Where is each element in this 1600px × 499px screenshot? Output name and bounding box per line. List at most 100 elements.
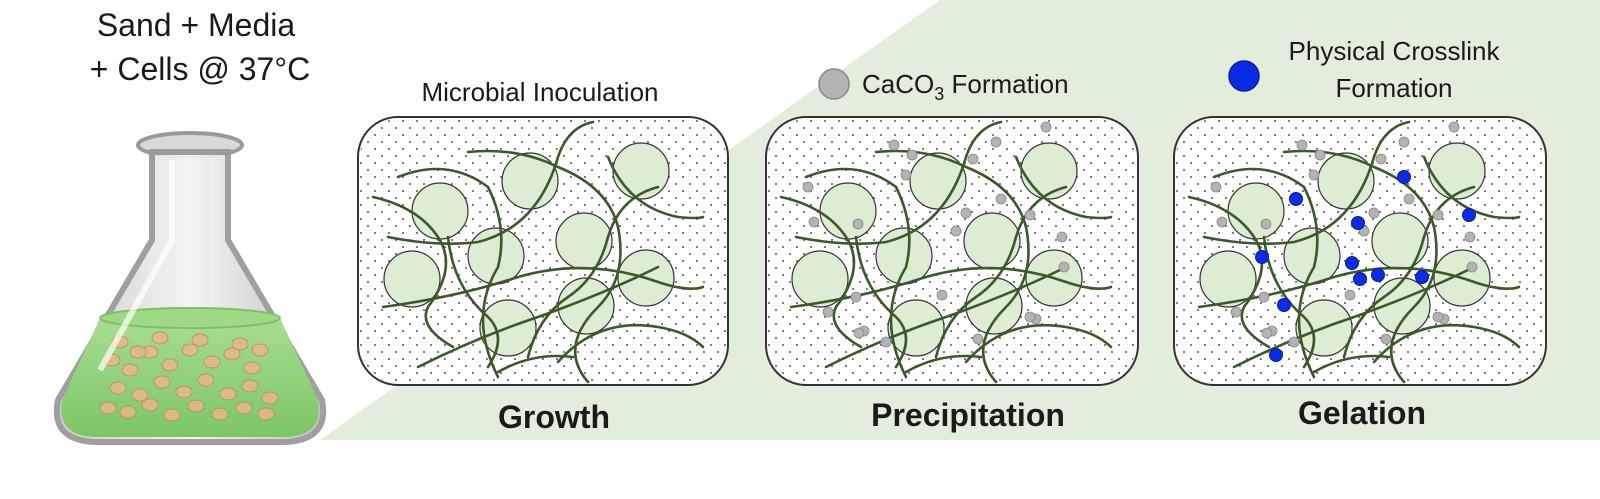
- flask-icon: [53, 131, 327, 445]
- caco3-particle: [808, 216, 820, 228]
- microbe-fiber: [964, 323, 1113, 364]
- microbe-fiber: [371, 195, 455, 349]
- sand-grain: [1371, 212, 1429, 270]
- sand-particle: [151, 331, 169, 345]
- microbe-fiber: [1187, 195, 1271, 349]
- microbe-fiber: [526, 185, 660, 359]
- stage-label-growth: Growth: [498, 399, 610, 435]
- caco3-particle: [1314, 149, 1326, 161]
- microbe-fiber: [779, 195, 863, 349]
- microbe-fiber: [1372, 323, 1521, 364]
- sand-grain: [819, 182, 877, 240]
- sand-particle: [153, 375, 171, 389]
- crosslink-point: [1277, 298, 1291, 312]
- caco3-particle: [950, 225, 962, 237]
- caco3-particle: [1368, 207, 1380, 219]
- caco3-particle: [1466, 261, 1478, 273]
- sand-particle: [261, 391, 279, 405]
- microbe-fiber: [874, 149, 1030, 384]
- crosslink-legend-icon: [1228, 60, 1260, 92]
- microbe-fiber: [794, 120, 1003, 245]
- panel-precipitation: [765, 116, 1139, 386]
- sand-particle: [181, 343, 199, 357]
- sand-particle: [251, 343, 269, 357]
- microbe-fiber: [1014, 155, 1113, 220]
- sand-particle: [257, 407, 275, 421]
- caco3-particle: [1464, 231, 1476, 243]
- crosslink-legend-line2: Formation: [1335, 73, 1452, 103]
- sand-particle: [175, 385, 193, 399]
- sand-grain: [1227, 182, 1285, 240]
- microbe-fiber: [386, 120, 595, 245]
- microbe-fiber: [904, 354, 983, 374]
- caco3-particle: [1058, 261, 1070, 273]
- caco3-particle: [1024, 311, 1036, 323]
- crosslink-legend-line1: Physical Crosslink: [1289, 36, 1501, 66]
- crosslink-point: [1289, 192, 1303, 206]
- caco3-particle: [1261, 327, 1273, 339]
- sand-grain: [612, 142, 670, 200]
- microbe-fiber: [606, 155, 705, 220]
- caco3-particle: [967, 153, 979, 165]
- caco3-particle: [802, 181, 814, 193]
- caco3-particle: [1344, 289, 1356, 301]
- caco3-particle: [880, 336, 892, 348]
- caco3-particle: [1258, 291, 1270, 303]
- caco3-particle: [853, 327, 865, 339]
- panel-gelation: [1173, 116, 1547, 386]
- sand-grain: [1020, 142, 1078, 200]
- microbe-fiber: [1282, 149, 1438, 384]
- caco3-particle: [1210, 181, 1222, 193]
- caco3-particle: [888, 139, 900, 151]
- sand-particle: [187, 399, 205, 413]
- caco3-particle: [1260, 218, 1272, 230]
- crosslink-point: [1371, 268, 1385, 282]
- crosslink-point: [1351, 216, 1365, 230]
- caco3-particle: [1403, 193, 1415, 205]
- sand-particle: [161, 358, 179, 372]
- crosslink-point: [1345, 256, 1359, 270]
- caco3-particle: [1308, 169, 1320, 181]
- microbe-fiber: [496, 354, 575, 374]
- caco3-particle: [1296, 139, 1308, 151]
- caco3-particle: [1230, 306, 1242, 318]
- sand-particle: [203, 355, 221, 369]
- sand-particle: [131, 388, 149, 402]
- crosslink-point: [1415, 270, 1429, 284]
- sand-grain: [963, 212, 1021, 270]
- microbe-fiber: [556, 323, 705, 364]
- sand-particle: [243, 361, 261, 375]
- sand-particles: [99, 331, 279, 422]
- caco3-particle: [960, 207, 972, 219]
- caco3-legend-label: CaCO3 Formation: [862, 69, 1069, 104]
- sand-particle: [219, 387, 237, 401]
- microbe-fiber: [1262, 235, 1316, 369]
- caco3-particle: [1040, 121, 1052, 133]
- caco3-particle: [906, 149, 918, 161]
- microbe-fiber: [1422, 155, 1521, 220]
- panel-growth-top-label: Microbial Inoculation: [421, 77, 658, 107]
- sand-grain: [909, 152, 967, 210]
- flask-label-line1: Sand + Media: [97, 7, 296, 43]
- sand-grain: [411, 182, 469, 240]
- sand-particle: [121, 363, 139, 377]
- caco3-particle: [1398, 136, 1410, 148]
- caco3-particle: [1288, 336, 1300, 348]
- sand-particle: [163, 408, 181, 422]
- sand-grain: [501, 152, 559, 210]
- caco3-particle: [850, 291, 862, 303]
- crosslink-point: [1462, 208, 1476, 222]
- stage-label-gelation: Gelation: [1298, 395, 1426, 431]
- microbe-fiber: [1232, 265, 1476, 369]
- microbe-fiber: [1342, 185, 1476, 359]
- caco3-particle: [972, 333, 984, 345]
- crosslink-point: [1255, 250, 1269, 264]
- caco3-particle: [1432, 209, 1444, 221]
- caco3-particle: [1432, 311, 1444, 323]
- sand-particle: [211, 407, 229, 421]
- sand-particle: [235, 401, 253, 415]
- caco3-legend-icon: [818, 68, 850, 100]
- microbe-fiber: [804, 167, 911, 379]
- flask-label-line2: + Cells @ 37°C: [90, 51, 310, 87]
